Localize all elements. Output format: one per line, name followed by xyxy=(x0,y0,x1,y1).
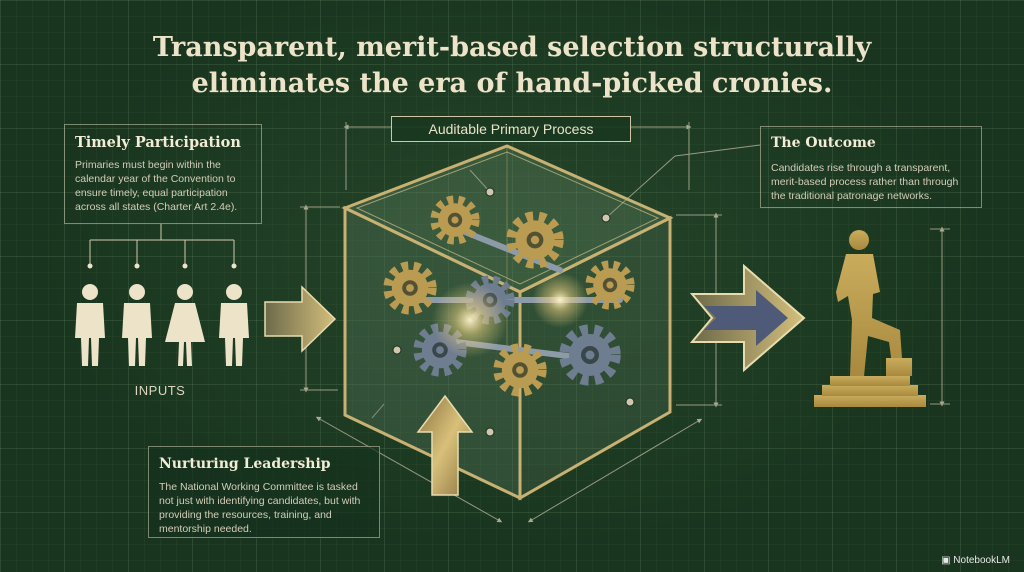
person-figure-icon xyxy=(75,284,105,366)
brand-watermark: ▣ NotebookLM xyxy=(941,555,1010,566)
outcome-heading: The Outcome xyxy=(771,135,876,151)
right-arrow-icon xyxy=(689,263,806,373)
outcome-card: The Outcome Candidates rise through a tr… xyxy=(760,126,982,208)
timely-participation-card: Timely Participation Primaries must begi… xyxy=(64,124,262,224)
brand-label: NotebookLM xyxy=(953,555,1010,566)
page-title: Transparent, merit-based selection struc… xyxy=(152,32,872,99)
person-figure-icon xyxy=(122,284,152,366)
inputs-connector xyxy=(89,224,235,264)
inputs-label: INPUTS xyxy=(134,383,186,398)
timely-body: Primaries must begin within the calendar… xyxy=(75,159,238,213)
process-label: Auditable Primary Process xyxy=(391,116,631,142)
notebooklm-logo-icon: ▣ xyxy=(941,555,951,566)
timely-heading: Timely Participation xyxy=(75,134,241,151)
nurture-body: The National Working Committee is tasked… xyxy=(159,481,361,535)
gear-cluster xyxy=(388,200,631,393)
outcome-body: Candidates rise through a transparent, m… xyxy=(771,162,959,202)
up-arrow-icon xyxy=(416,394,474,496)
right-arrow-icon xyxy=(264,285,337,353)
statue-icon xyxy=(814,230,926,407)
person-figure-icon xyxy=(219,284,249,366)
nurturing-leadership-card: Nurturing Leadership The National Workin… xyxy=(148,446,380,538)
nurture-heading: Nurturing Leadership xyxy=(159,456,331,472)
people-figures xyxy=(75,284,249,366)
person-figure-icon xyxy=(165,284,205,366)
